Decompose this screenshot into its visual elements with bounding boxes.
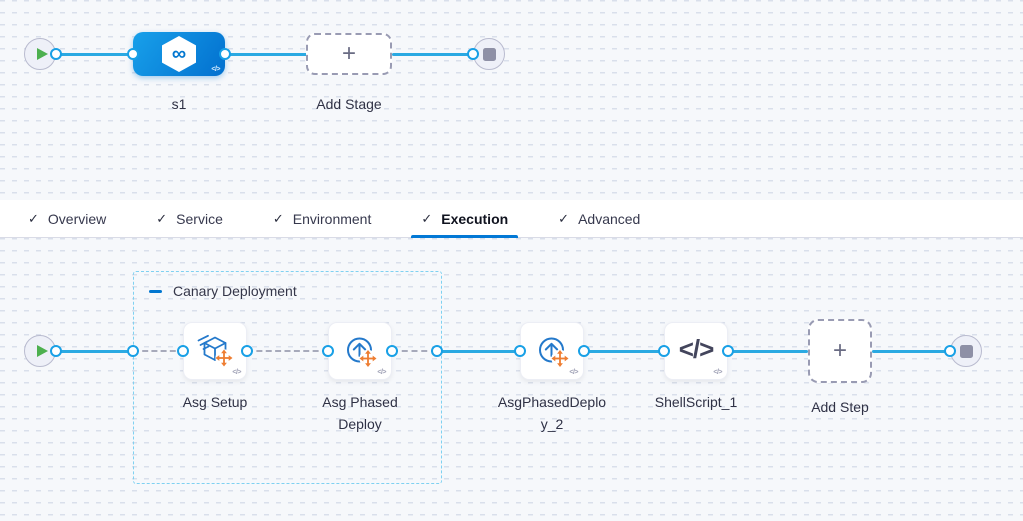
connector-line — [56, 349, 135, 353]
connection-point[interactable] — [944, 345, 956, 357]
asg-phased-deploy-icon — [347, 337, 377, 368]
play-icon — [36, 48, 48, 60]
add-stage-label: Add Stage — [316, 96, 382, 112]
connection-point[interactable] — [722, 345, 734, 357]
plus-icon: + — [341, 40, 356, 67]
step-group-label: Canary Deployment — [173, 283, 297, 299]
stop-icon — [482, 47, 496, 61]
check-icon: ✓ — [558, 210, 570, 226]
tab-label: Advanced — [578, 210, 641, 227]
code-icon: </> — [211, 66, 220, 73]
dashed-connector-line — [392, 350, 437, 352]
tab-label: Execution — [441, 210, 509, 227]
cd-stage-infinity-icon: ∞ — [162, 36, 196, 72]
tab-execution[interactable]: ✓ Execution — [411, 200, 518, 238]
execution-end-node — [950, 335, 982, 367]
step-node-asg-phased-deploy-2[interactable]: </> — [520, 322, 584, 380]
connection-point[interactable] — [578, 345, 590, 357]
add-step-button[interactable]: + — [808, 319, 872, 383]
pipeline-canvas: ∞ </> + s1 Add Stage — [0, 0, 1023, 200]
add-stage-button[interactable]: + — [306, 33, 392, 75]
step-label: AsgPhasedDeploy_2 — [497, 394, 607, 432]
connector-line — [392, 52, 475, 56]
tab-label: Service — [176, 210, 223, 227]
connection-point[interactable] — [514, 345, 526, 357]
execution-start-node — [24, 335, 56, 367]
dashed-connector-line — [247, 350, 328, 352]
step-label: ShellScript_1 — [654, 394, 738, 410]
stage-config-tabbar: ✓ Overview ✓ Service ✓ Environment ✓ Exe… — [0, 200, 1023, 238]
plus-icon: + — [832, 337, 847, 364]
connection-point[interactable] — [386, 345, 398, 357]
connection-point[interactable] — [431, 345, 443, 357]
play-icon — [36, 345, 48, 357]
step-group-header: Canary Deployment — [149, 283, 297, 299]
shell-script-icon: </> — [678, 333, 715, 364]
check-icon: ✓ — [28, 210, 39, 226]
connector-line — [56, 52, 135, 56]
add-step-label: Add Step — [811, 399, 869, 415]
tab-label: Overview — [47, 210, 107, 227]
connector-line — [872, 349, 952, 353]
connection-point[interactable] — [50, 48, 62, 60]
tab-environment[interactable]: ✓ Environment — [263, 200, 382, 237]
infinity-glyph: ∞ — [171, 42, 187, 65]
code-icon: </> — [232, 369, 241, 376]
step-group-canary-deployment: Canary Deployment — [133, 271, 442, 484]
step-label: Asg Setup — [182, 394, 248, 410]
step-node-asg-phased-deploy[interactable]: </> — [328, 322, 392, 380]
code-icon: </> — [713, 369, 722, 376]
tab-label: Environment — [292, 210, 372, 227]
connection-point[interactable] — [658, 345, 670, 357]
code-icon: </> — [569, 369, 578, 376]
execution-canvas: Canary Deployment </> — [0, 238, 1023, 521]
connection-point[interactable] — [322, 345, 334, 357]
connector-line — [437, 349, 521, 353]
connection-point[interactable] — [177, 345, 189, 357]
tab-overview[interactable]: ✓ Overview — [18, 200, 116, 237]
code-icon: </> — [377, 369, 386, 376]
step-node-shellscript-1[interactable]: </> </> — [664, 322, 728, 380]
connector-line — [728, 349, 808, 353]
step-node-asg-setup[interactable]: </> — [183, 322, 247, 380]
tab-service[interactable]: ✓ Service — [146, 200, 233, 237]
tab-advanced[interactable]: ✓ Advanced — [548, 200, 650, 237]
check-icon: ✓ — [421, 210, 433, 226]
step-label: Asg Phased Deploy — [322, 394, 398, 432]
asg-phased-deploy-icon — [539, 337, 569, 368]
stage-label: s1 — [171, 96, 187, 112]
connection-point[interactable] — [127, 345, 139, 357]
collapse-icon[interactable] — [149, 289, 162, 293]
stop-icon — [959, 344, 973, 358]
connection-point[interactable] — [467, 48, 479, 60]
check-icon: ✓ — [156, 210, 168, 226]
connection-point[interactable] — [50, 345, 62, 357]
connection-point[interactable] — [241, 345, 253, 357]
connector-line — [225, 52, 308, 56]
dashed-connector-line — [133, 350, 185, 352]
stage-node-s1[interactable]: ∞ </> — [133, 32, 225, 76]
asg-setup-icon — [197, 334, 233, 367]
connection-point[interactable] — [127, 48, 139, 60]
check-icon: ✓ — [272, 210, 284, 226]
connector-line — [584, 349, 664, 353]
connection-point[interactable] — [219, 48, 231, 60]
